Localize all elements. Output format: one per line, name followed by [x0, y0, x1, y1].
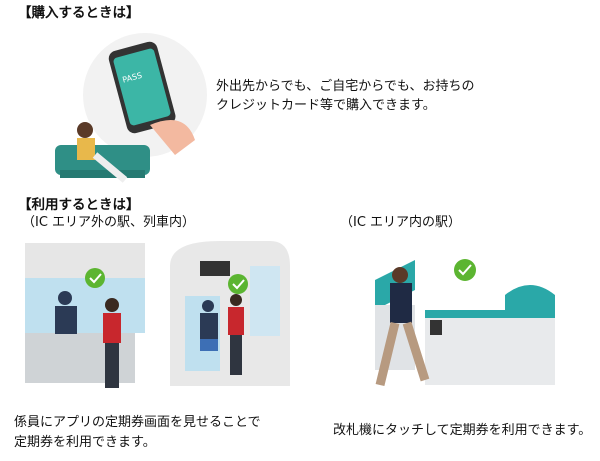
check-icon: [228, 274, 248, 294]
purchase-illustration: PASS: [55, 33, 207, 183]
use-heading: 【利用するときは】: [18, 197, 140, 213]
train-conductor-illustration: [170, 241, 290, 386]
purchase-text-line1: 外出先からでも、ご自宅からでも、お持ちの: [216, 79, 475, 94]
inside-area-title: （IC エリア内の駅）: [340, 215, 462, 230]
purchase-text-line2: クレジットカード等で購入できます。: [216, 98, 436, 113]
check-icon: [454, 259, 476, 281]
purchase-heading: 【購入するときは】: [18, 5, 140, 21]
ic-reader: [430, 320, 442, 335]
check-icon: [85, 268, 105, 288]
inside-area-text-line1: 改札機にタッチして定期券を利用できます。: [333, 423, 592, 438]
ticket-gate-illustration: [375, 259, 555, 387]
outside-area-text-line2: 定期券を利用できます。: [14, 435, 156, 450]
ticket-counter-illustration: [25, 243, 145, 388]
outside-area-text-line1: 係員にアプリの定期券画面を見せることで: [14, 415, 261, 430]
outside-area-title: （IC エリア外の駅、列車内）: [22, 215, 196, 230]
